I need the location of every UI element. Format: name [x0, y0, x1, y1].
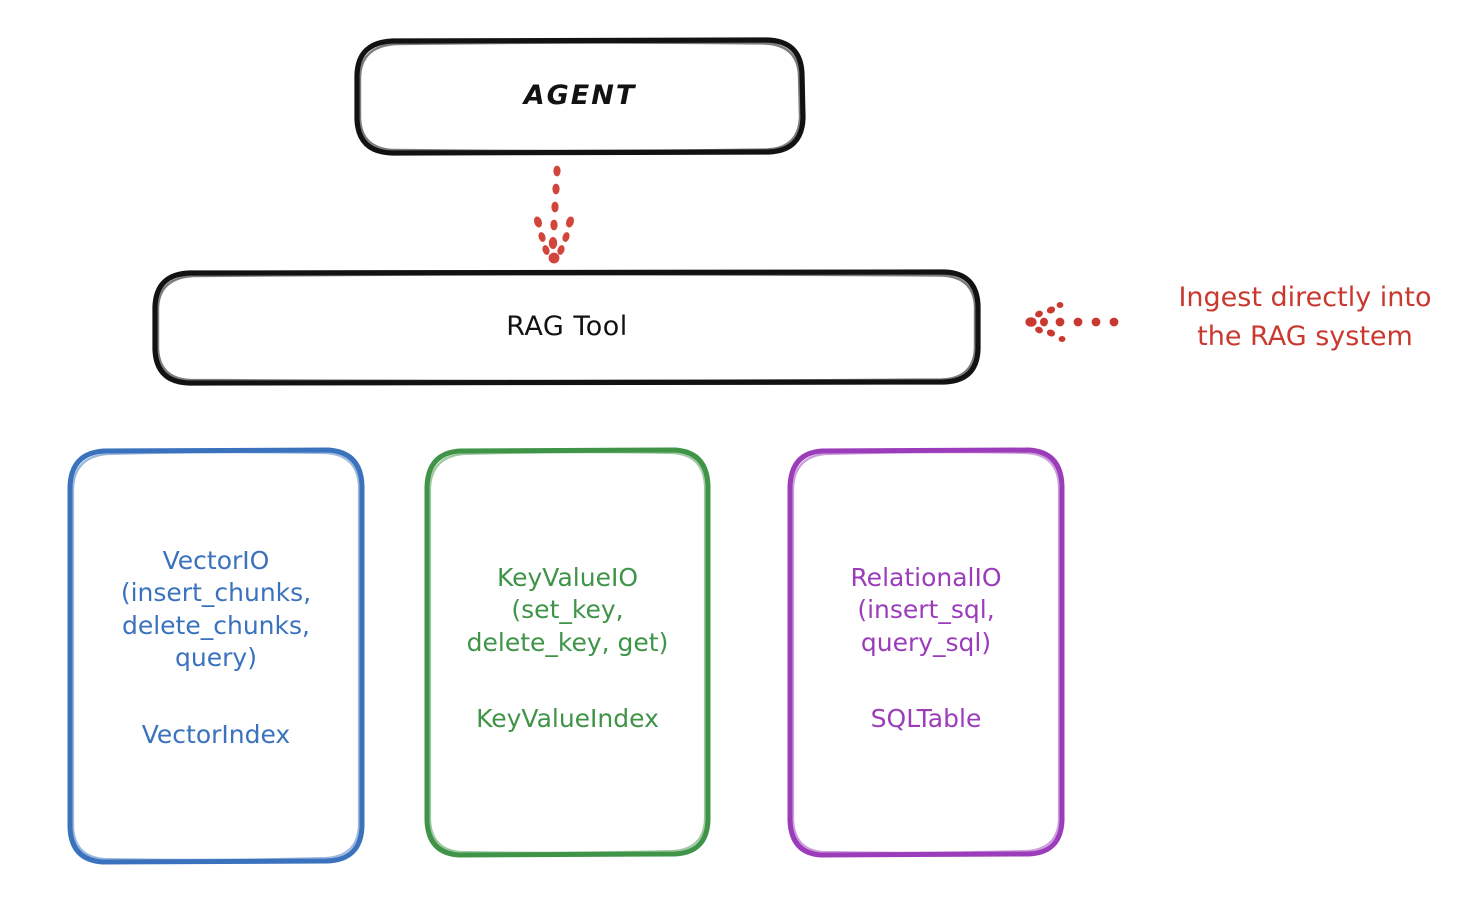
vector-io-api-label: VectorIO (insert_chunks, delete_chunks, …	[120, 545, 312, 673]
node-vector-io[interactable]: VectorIO (insert_chunks, delete_chunks, …	[70, 450, 362, 862]
relational-io-text-block: RelationalIO (insert_sql, query_sql) SQL…	[850, 562, 1001, 736]
agent-to-rag-dotted-arrow	[533, 165, 575, 264]
node-rag-tool[interactable]: RAG Tool	[155, 272, 979, 383]
key-value-io-index-label: KeyValueIndex	[476, 704, 659, 733]
relational-io-api-label: RelationalIO (insert_sql, query_sql)	[850, 562, 1002, 657]
agent-label: AGENT	[523, 80, 637, 112]
node-key-value-io[interactable]: KeyValueIO (set_key, delete_key, get) Ke…	[427, 450, 708, 855]
vector-io-index-label: VectorIndex	[141, 719, 291, 749]
node-relational-io[interactable]: RelationalIO (insert_sql, query_sql) SQL…	[790, 450, 1062, 855]
relational-io-index-label: SQLTable	[870, 704, 982, 733]
ingest-to-rag-dotted-arrow	[1025, 302, 1119, 342]
key-value-io-api-label: KeyValueIO (set_key, delete_key, get)	[466, 562, 669, 657]
rag-tool-label: RAG Tool	[506, 311, 628, 343]
node-agent[interactable]: AGENT	[357, 40, 803, 153]
key-value-io-text-block: KeyValueIO (set_key, delete_key, get) Ke…	[467, 562, 669, 736]
vector-io-text-block: VectorIO (insert_chunks, delete_chunks, …	[121, 545, 311, 752]
ingest-annotation-text: Ingest directly into the RAG system	[1178, 282, 1432, 353]
